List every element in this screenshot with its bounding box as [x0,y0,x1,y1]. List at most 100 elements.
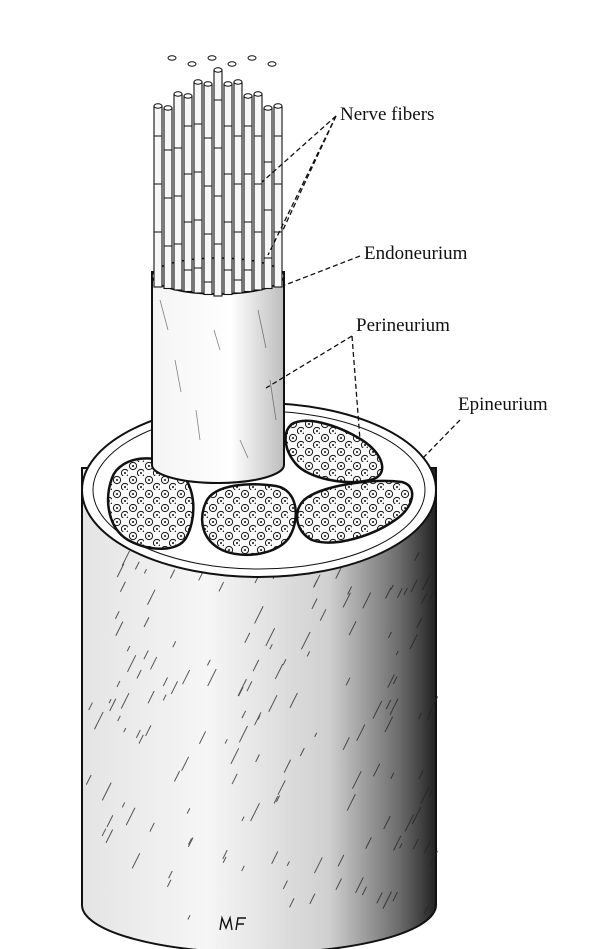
epineurium-hatch [348,621,357,636]
epineurium-hatch [126,645,131,652]
epineurium-hatch [423,906,429,915]
nerve-fiber [263,107,273,290]
epineurium-hatch [428,790,433,798]
nerve-fiber-end [227,61,237,67]
epineurium-hatch [274,663,284,680]
leader-lines [261,115,461,459]
epineurium-hatch [241,816,245,822]
epineurium-hatch [335,567,342,579]
epineurium-hatch [182,669,191,685]
nerve-fiber-end [223,81,233,87]
epineurium-hatch [347,586,353,595]
epineurium-hatch [265,627,276,647]
label-endoneurium: Endoneurium [364,243,468,264]
epineurium-hatch [300,631,311,650]
epineurium-hatch [420,786,430,804]
epineurium-hatch [143,568,147,574]
epineurium-hatch [426,712,432,721]
label-nerve-fibers: Nerve fibers [340,104,434,125]
epineurium-hatch [389,709,394,716]
artist-signature [219,915,246,931]
fascicle-center [201,483,297,557]
epineurium-hatch [385,587,392,599]
epineurium-hatch [257,715,261,720]
epineurium-hatch [393,835,402,851]
epineurium-hatch [351,770,362,789]
nerve-fiber [213,69,223,297]
epineurium-hatch [162,677,169,687]
nerve-fiber-bundle [153,55,283,297]
epineurium-hatch [404,814,415,832]
nerve-fiber [173,93,183,291]
epineurium-hatch [150,656,158,670]
epineurium-hatch [147,690,155,704]
epineurium-hatch [414,552,420,561]
nerve-fiber-end [263,105,273,111]
epineurium-hatch [222,856,227,863]
epineurium-hatch [275,795,281,803]
epineurium-hatch [143,616,150,628]
leader-perineurium-1 [265,335,353,389]
nerve-fiber-end [203,81,213,87]
epineurium-hatch [392,676,398,685]
nerve-fiber-end [253,91,263,97]
epineurium-hatch [244,632,251,644]
epineurium-hatch [390,584,394,591]
leader-perineurium-2 [351,335,361,441]
nerve-fiber [153,105,163,288]
epineurium-hatch [181,756,190,771]
epineurium-hatch [428,590,435,602]
epineurium-hatch [385,699,392,710]
epineurium-hatch [299,747,305,757]
epineurium-hatch [198,731,207,744]
epineurium-hatch [409,634,418,650]
nerve-fiber-end [193,79,203,85]
epineurium-hatch [421,593,428,604]
nerve-fiber-end [183,93,193,99]
epineurium-hatch [170,681,179,695]
epineurium-hatch [311,598,318,610]
epineurium-hatch [418,770,424,780]
epineurium-hatch [286,861,290,867]
nerve-fiber-end [233,79,243,85]
epineurium-hatch [271,851,279,864]
nerve-fiber-end [247,55,257,61]
epineurium-hatch [224,738,228,744]
epineurium-hatch [186,808,191,814]
epineurium-hatch [173,770,181,782]
epineurium-hatch [282,658,287,666]
epineurium-hatch [166,879,172,888]
epineurium-hatch [356,724,366,742]
epineurium-hatch [337,854,345,867]
leader-endoneurium [284,255,361,286]
epineurium-hatch [313,574,321,587]
epineurium-hatch [362,592,372,609]
epineurium-hatch [387,631,392,639]
epineurium-hatch [222,849,228,860]
epineurium-hatch [382,891,392,909]
epineurium-hatch [273,796,279,804]
nerve-fiber-end [163,105,173,111]
epineurium-hatch [423,840,431,854]
nerve-fiber [233,81,243,294]
epineurium-hatch [395,650,399,656]
epineurium-hatch [138,734,144,744]
epineurium-hatch [335,878,343,890]
nerve-fiber [243,95,253,293]
epineurium-hatch [384,716,394,733]
epineurium-hatch [410,579,418,593]
epineurium-hatch [392,698,399,710]
epineurium-hatch [116,563,125,578]
epineurium-hatch [218,581,225,592]
epineurium-hatch [355,877,364,894]
epineurium-hatch [314,857,323,874]
nerve-fiber-end [173,91,183,97]
nerve-fiber [253,93,263,291]
epineurium-hatch [250,802,260,822]
leader-nerve-fibers-3 [281,115,337,233]
epineurium-hatch [283,759,292,773]
epineurium-hatch [135,729,141,739]
epineurium-hatch [121,550,130,566]
epineurium-hatch [392,891,398,902]
epineurium-hatch [145,725,152,737]
